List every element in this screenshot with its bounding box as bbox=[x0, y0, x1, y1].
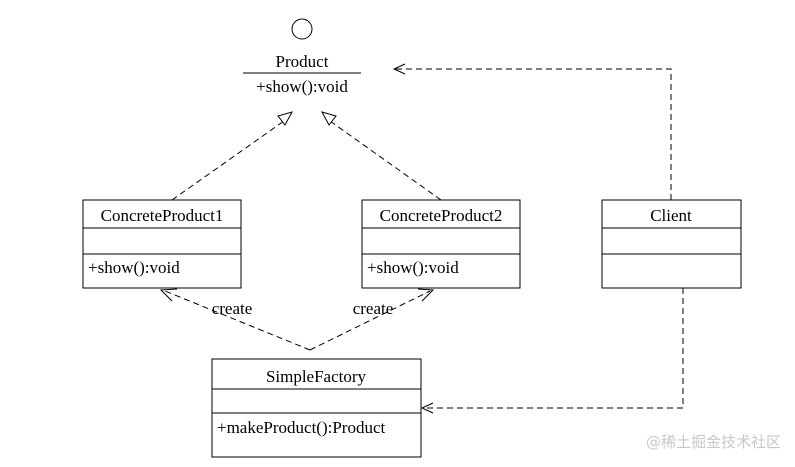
create-dependency-2: create bbox=[309, 288, 435, 351]
realization-arrow-2 bbox=[320, 111, 442, 201]
concrete-product-2-class: ConcreteProduct2 +show():void bbox=[361, 199, 521, 289]
create-label-2: create bbox=[353, 299, 394, 318]
hollow-triangle-arrowhead-icon bbox=[320, 111, 337, 126]
client-class: Client bbox=[601, 199, 742, 289]
dependency-client-factory bbox=[420, 288, 684, 414]
realization-arrow-1 bbox=[171, 111, 294, 201]
product-operation: +show():void bbox=[256, 77, 348, 96]
simple-factory-class: SimpleFactory +makeProduct():Product bbox=[211, 358, 422, 458]
concrete-product-1-name: ConcreteProduct1 bbox=[101, 206, 224, 225]
simple-factory-operation: +makeProduct():Product bbox=[217, 418, 385, 437]
product-interface: Product +show():void bbox=[243, 18, 361, 96]
watermark: @稀土掘金技术社区 bbox=[645, 433, 781, 451]
product-name: Product bbox=[276, 52, 329, 71]
hollow-triangle-arrowhead-icon bbox=[277, 111, 294, 126]
simple-factory-name: SimpleFactory bbox=[266, 367, 367, 386]
create-dependency-1: create bbox=[159, 288, 311, 351]
open-arrowhead-icon bbox=[159, 288, 178, 302]
concrete-product-1-class: ConcreteProduct1 +show():void bbox=[82, 199, 242, 289]
concrete-product-2-operation: +show():void bbox=[367, 258, 459, 277]
open-arrowhead-icon bbox=[392, 63, 406, 75]
concrete-product-2-name: ConcreteProduct2 bbox=[380, 206, 503, 225]
create-label-1: create bbox=[212, 299, 253, 318]
simple-factory-box bbox=[211, 358, 422, 458]
dependency-client-product bbox=[392, 63, 672, 200]
concrete-product-1-box bbox=[82, 199, 242, 289]
client-name: Client bbox=[650, 206, 692, 225]
concrete-product-1-operation: +show():void bbox=[88, 258, 180, 277]
interface-lollipop-icon bbox=[291, 18, 313, 40]
open-arrowhead-icon bbox=[420, 402, 434, 414]
open-arrowhead-icon bbox=[417, 288, 435, 302]
